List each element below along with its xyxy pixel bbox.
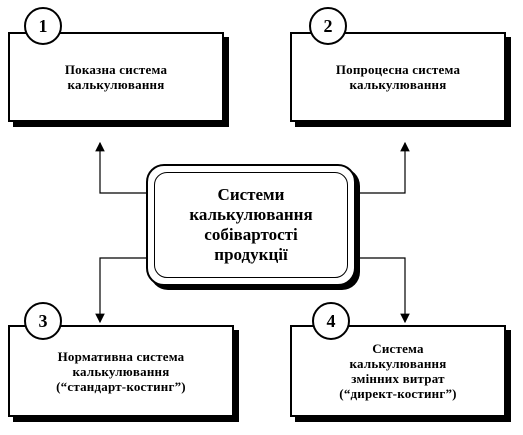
box-4-line-2: калькулювання xyxy=(349,356,447,371)
box-3-line-1: Нормативна система xyxy=(57,348,185,364)
box-2-line-1: Попроцесна система xyxy=(335,62,461,77)
box-1: Показна система калькулювання xyxy=(8,32,224,122)
center-line-3: собівартості xyxy=(204,225,298,244)
badge-3-number: 3 xyxy=(38,310,48,331)
box-4-line-3: змінних витрат xyxy=(351,371,445,386)
box-3: Нормативна система калькулювання (“станд… xyxy=(8,325,234,417)
center-line-1: Системи xyxy=(217,185,285,204)
box-2-label: Попроцесна система калькулювання xyxy=(336,62,460,92)
box-2: Попроцесна система калькулювання xyxy=(290,32,506,122)
connector-center-to-box-3 xyxy=(95,257,146,324)
connector-center-to-box-1 xyxy=(95,141,146,194)
box-3-line-2: калькулювання xyxy=(72,363,170,379)
badge-4-number: 4 xyxy=(326,310,336,331)
connector-center-to-box-2 xyxy=(356,141,410,194)
box-2-line-2: калькулювання xyxy=(349,77,447,92)
center-line-2: калькулювання xyxy=(189,205,313,224)
box-4: Система калькулювання змінних витрат (“д… xyxy=(290,325,506,417)
box-1-label: Показна система калькулювання xyxy=(65,62,167,92)
box-4-line-4: (“директ-костинг”) xyxy=(339,386,457,401)
badge-1-number: 1 xyxy=(38,15,48,36)
badge-4: 4 xyxy=(312,302,350,340)
badge-2: 2 xyxy=(309,7,347,45)
center-node: Системи калькулювання собівартості проду… xyxy=(146,164,356,286)
badge-1: 1 xyxy=(24,7,62,45)
badge-3: 3 xyxy=(24,302,62,340)
badge-2-number: 2 xyxy=(323,15,333,36)
box-1-line-1: Показна система xyxy=(64,62,168,77)
box-1-line-2: калькулювання xyxy=(67,77,165,92)
center-label: Системи калькулювання собівартості проду… xyxy=(154,172,348,278)
connector-center-to-box-4 xyxy=(356,257,410,324)
center-line-4: продукції xyxy=(214,245,288,264)
box-4-label: Система калькулювання змінних витрат (“д… xyxy=(339,341,456,401)
box-4-line-1: Система xyxy=(372,341,424,356)
box-3-label: Нормативна система калькулювання (“станд… xyxy=(56,349,186,394)
box-3-line-3: (“стандарт-костинг”) xyxy=(56,378,186,394)
